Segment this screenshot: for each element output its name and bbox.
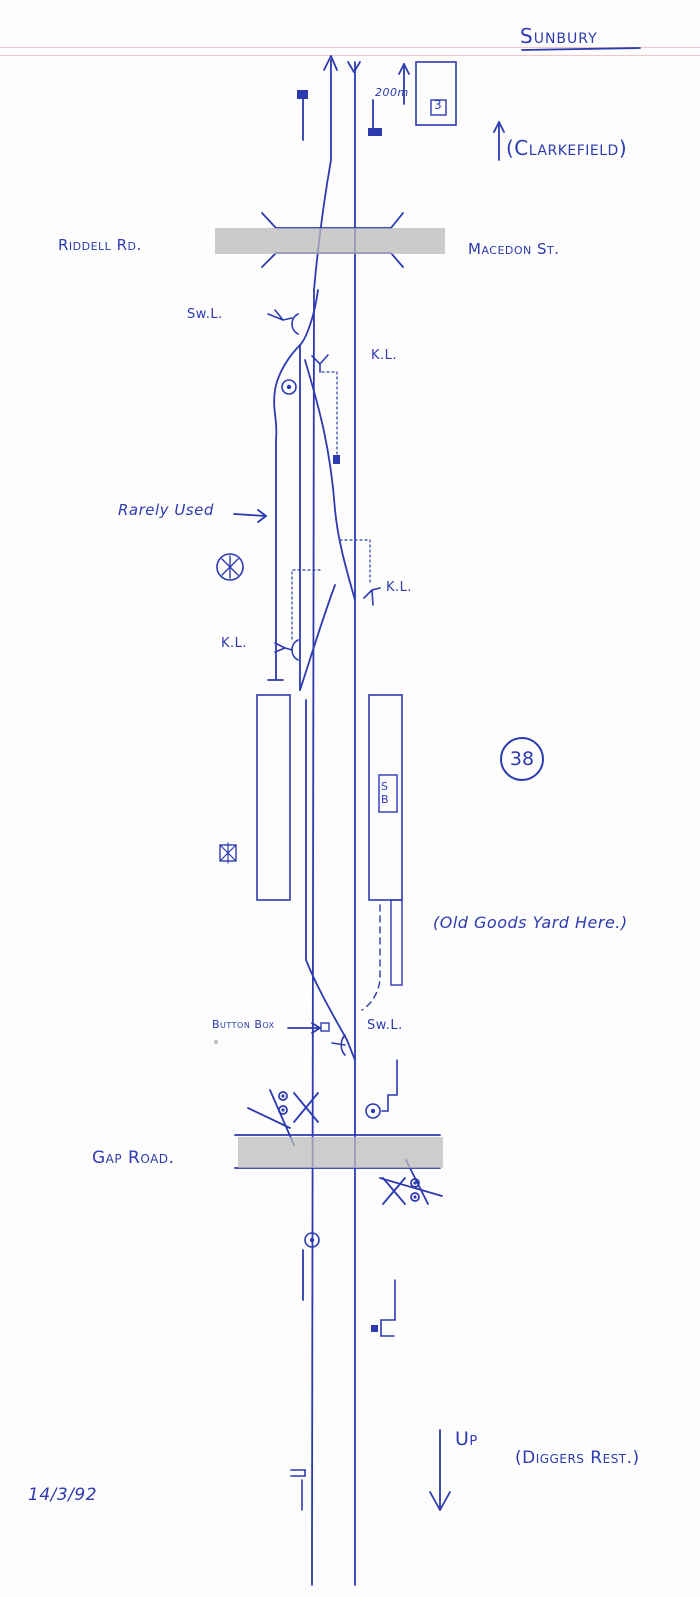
kl-2-dotted [339,539,371,586]
clarkefield-label: (Clarkefield) [506,136,628,160]
signal-post-lower-right [380,1279,396,1337]
kl-2-lever [363,587,381,606]
ink-dot [214,1040,218,1044]
signal-flag-right [368,128,382,136]
kl-1-lever [311,354,329,373]
diggers-rest-label: (Diggers Rest.) [515,1448,640,1468]
kl-2-label: K.L. [386,580,413,595]
platform-left [256,694,291,901]
circled-cross-symbol [216,553,244,581]
kl-1-dotted [321,371,338,456]
crossing-ramp-se [390,252,404,268]
swl-south-lever [331,1034,346,1056]
swl-north-arc [291,313,299,335]
sign-board [415,61,457,126]
crossing-ramp-ne [390,212,404,229]
crossing-ramp-sw [261,252,277,268]
signal-head-lower [304,1232,320,1248]
kl-3-label: K.L. [221,636,248,651]
dwarf-signal-1 [333,455,340,464]
kl-3-arc [291,639,299,661]
gap-road-label: Gap Road. [92,1148,175,1168]
crossing-signal-nw [247,1089,319,1146]
sign-letter: 3 [434,98,443,112]
goods-yard-platform [390,899,403,986]
signal-post-gap [381,1059,398,1112]
distance-arrow-head-r [403,63,410,75]
rarely-used-arrow [233,513,267,517]
up-label: Up [455,1428,478,1450]
distance-arrow-head-l [398,63,405,75]
swl-north-lever [267,309,293,321]
button-box-label: Button Box [212,1018,275,1031]
bottom-sign [290,1469,306,1511]
kl-3-lever [274,642,293,653]
kl-1-label: K.L. [371,348,398,363]
page-number: 38 [500,737,544,781]
kl-3-dotted [291,569,321,641]
signal-box [378,774,398,813]
sign-panel [430,99,447,116]
down-arrow-top [347,61,361,73]
old-goods-yard-label: (Old Goods Yard Here.) [433,913,628,932]
rarely-used-siding [273,344,301,681]
goods-yard-dashed [361,904,381,1011]
signal-head-gap [365,1103,381,1119]
up-main-track [311,59,332,1586]
crossing-ramp-nw [261,212,277,229]
button-box [320,1022,330,1032]
lower-left-crossover [299,584,336,691]
riddell-road-label: Riddell Rd. [58,236,142,254]
date-label: 14/3/92 [28,1485,98,1505]
upper-crossover [304,359,356,601]
platform-right [368,694,403,901]
page-title: Sunbury [520,24,598,48]
title-underline [521,47,641,51]
clarkefield-arrow-r [498,121,505,133]
swl-south-label: Sw.L. [367,1018,403,1033]
macedon-street-label: Macedon St. [468,240,560,258]
riddell-road-band [215,228,445,254]
ruled-line-2 [0,55,700,56]
dwarf-signal-2 [371,1325,378,1332]
swl-north-label: Sw.L. [187,307,223,322]
signal-dot-1 [281,379,297,395]
distance-label: 200m [375,86,409,99]
up-arrow-top [323,55,338,71]
ruled-line-1 [0,47,700,48]
signal-box-label: SB [381,780,390,806]
gap-road-band [238,1137,443,1168]
lower-crossover [305,959,356,1061]
upper-left-track [299,289,319,691]
clarkefield-arrow-l [493,121,500,133]
signal-flag-left [297,90,308,99]
rarely-used-label: Rarely Used [118,501,214,519]
